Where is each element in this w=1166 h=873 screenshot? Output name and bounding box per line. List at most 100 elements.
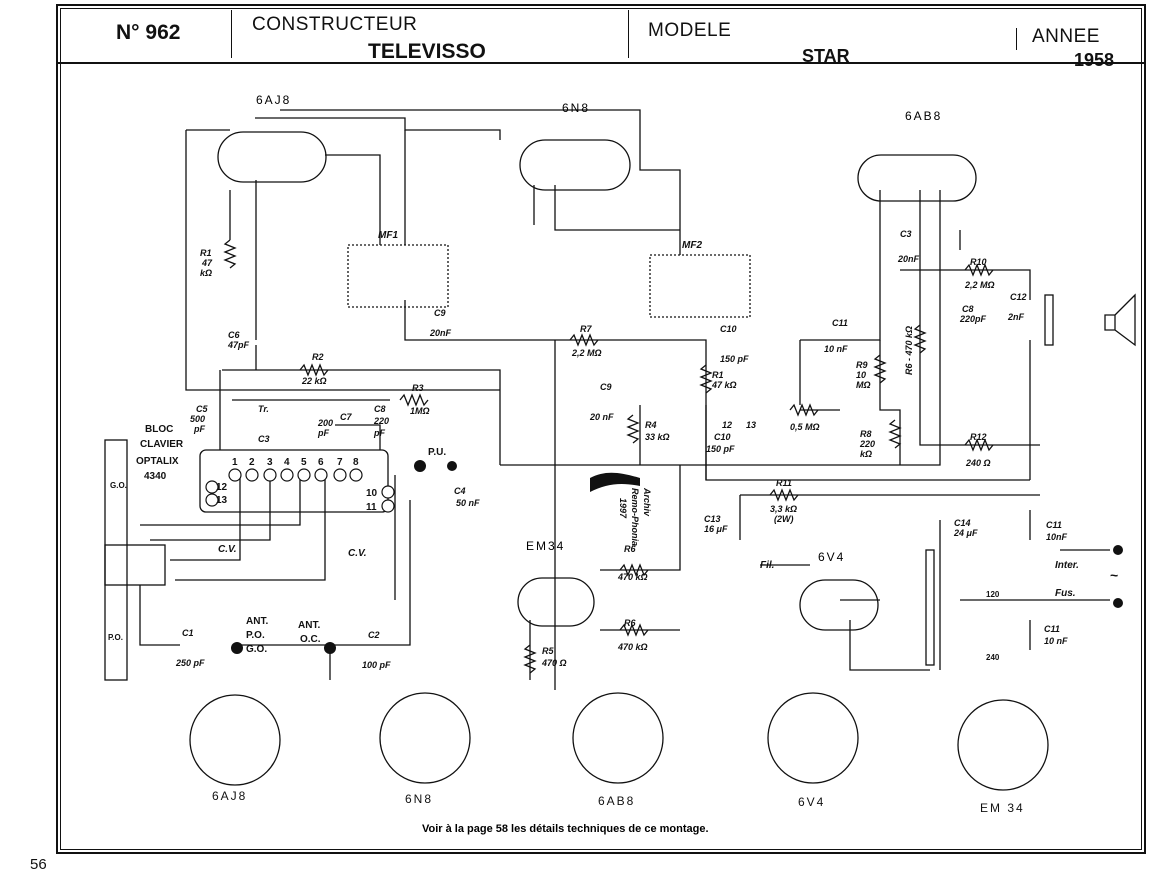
c5-value: 500 xyxy=(190,414,205,424)
mf1-label: MF1 xyxy=(378,230,398,241)
socket-6ab8-label: 6AB8 xyxy=(598,794,635,808)
r10-value: 2,2 MΩ xyxy=(964,280,995,290)
fil-label: Fil. xyxy=(760,560,774,571)
c8-label: C8 xyxy=(962,304,974,314)
r6a-label: R6 xyxy=(624,544,636,554)
pin-7: 7 xyxy=(337,457,343,468)
c1-label: C1 xyxy=(182,628,194,638)
po-label: P.O. xyxy=(108,633,123,642)
tap-120: 120 xyxy=(986,590,1000,599)
pot-value: 0,5 MΩ xyxy=(790,422,820,432)
c12-value: 2nF xyxy=(1007,312,1025,322)
go-label: G.O. xyxy=(110,481,127,490)
c11a-value: 10 nF xyxy=(824,344,848,354)
socket-6aj8-label: 6AJ8 xyxy=(212,789,247,803)
node-12: 12 xyxy=(722,420,732,430)
r5-label: R5 xyxy=(542,646,554,656)
node-13: 13 xyxy=(746,420,756,430)
c13-label: C13 xyxy=(704,514,721,524)
socket-em34-label: EM 34 xyxy=(980,801,1025,815)
pin-10: 10 xyxy=(366,488,378,499)
r1-label: R1 xyxy=(200,248,212,258)
c13-value: 16 μF xyxy=(704,524,728,534)
ac-symbol: ~ xyxy=(1110,567,1118,583)
pin-6: 6 xyxy=(318,457,324,468)
r2-label: R2 xyxy=(312,352,324,362)
c11a-label: C11 xyxy=(832,318,848,328)
r5-value: 470 Ω xyxy=(541,658,567,668)
r12-label: R12 xyxy=(970,432,987,442)
ant2-oc: O.C. xyxy=(300,634,321,645)
pin-5: 5 xyxy=(301,457,307,468)
constructeur-value: TELEVISSO xyxy=(368,40,486,63)
inter-label: Inter. xyxy=(1055,560,1079,571)
pin-3: 3 xyxy=(267,457,273,468)
header-bar: N° 962 CONSTRUCTEUR TELEVISSO MODELE STA… xyxy=(56,4,1146,70)
c2-value: 100 pF xyxy=(362,660,391,670)
socket-6n8-label: 6N8 xyxy=(405,792,433,806)
pin-12: 12 xyxy=(216,482,228,493)
r10-label: R10 xyxy=(970,257,987,267)
c11c-value: 10 nF xyxy=(1044,636,1068,646)
r4-label: R4 xyxy=(645,420,657,430)
r9-value: 10 xyxy=(856,370,866,380)
pin-11: 11 xyxy=(366,502,377,513)
r3-label: R3 xyxy=(412,383,424,393)
c9b-value: 20 nF xyxy=(589,412,614,422)
c6-label: C6 xyxy=(228,330,240,340)
stamp-line-2: Remo-Phonia xyxy=(630,488,640,546)
bloc-label-2: CLAVIER xyxy=(140,439,184,450)
modele-label: MODELE xyxy=(648,20,732,41)
r9-unit: MΩ xyxy=(856,380,871,390)
tube-6ab8-label: 6AB8 xyxy=(905,109,942,123)
archive-stamp-mark xyxy=(590,472,640,492)
page-frame xyxy=(56,4,1146,854)
r6a-value: 470 kΩ xyxy=(617,572,648,582)
c11c-label: C11 xyxy=(1044,624,1060,634)
fus-label: Fus. xyxy=(1055,588,1076,599)
tr-label: Tr. xyxy=(258,404,269,414)
c3b-label: C3 xyxy=(258,434,270,444)
annee-label: ANNEE xyxy=(1032,26,1100,47)
r11-rating: (2W) xyxy=(774,514,794,524)
r7-label: R7 xyxy=(580,324,592,334)
stamp-line-1: Archiv xyxy=(642,487,652,517)
c6-value: 47pF xyxy=(227,340,250,350)
r4-value: 33 kΩ xyxy=(645,432,670,442)
r12-value: 240 Ω xyxy=(965,458,991,468)
footer-note: Voir à la page 58 les détails techniques… xyxy=(422,823,709,835)
ant2-label: ANT. xyxy=(298,620,320,631)
c10b-label: C10 xyxy=(714,432,731,442)
pin-2: 2 xyxy=(249,457,255,468)
r6-top-label: R6 - 470 kΩ xyxy=(904,326,914,375)
r2-value: 22 kΩ xyxy=(301,376,327,386)
c7-unit: pF xyxy=(317,428,329,438)
c7-label: C7 xyxy=(340,412,352,422)
annee-value: 1958 xyxy=(1074,50,1115,70)
r1b-value: 47 kΩ xyxy=(711,380,737,390)
c3-label: C3 xyxy=(900,229,912,239)
c3-value: 20nF xyxy=(897,254,920,264)
c2-label: C2 xyxy=(368,630,380,640)
c8-value: 220pF xyxy=(959,314,987,324)
r1-unit: kΩ xyxy=(200,268,212,278)
ant1-label: ANT. xyxy=(246,616,268,627)
r1-value: 47 xyxy=(201,258,213,268)
c5-unit: pF xyxy=(193,424,205,434)
page-number: 56 xyxy=(30,856,47,873)
r1b-label: R1 xyxy=(712,370,724,380)
c4-label: C4 xyxy=(454,486,466,496)
pin-4: 4 xyxy=(284,457,290,468)
c8b-value: 220 xyxy=(373,416,389,426)
pin-8: 8 xyxy=(353,457,359,468)
c10b-value: 150 pF xyxy=(706,444,735,454)
c10a-value: 150 pF xyxy=(720,354,749,364)
c11b-value: 10nF xyxy=(1046,532,1068,542)
c14-value: 24 μF xyxy=(953,528,978,538)
r8-label: R8 xyxy=(860,429,872,439)
c11b-label: C11 xyxy=(1046,520,1062,530)
stamp-line-3: 1997 xyxy=(618,498,628,519)
modele-value: STAR xyxy=(802,46,850,66)
bloc-label-3: OPTALIX xyxy=(136,456,179,467)
